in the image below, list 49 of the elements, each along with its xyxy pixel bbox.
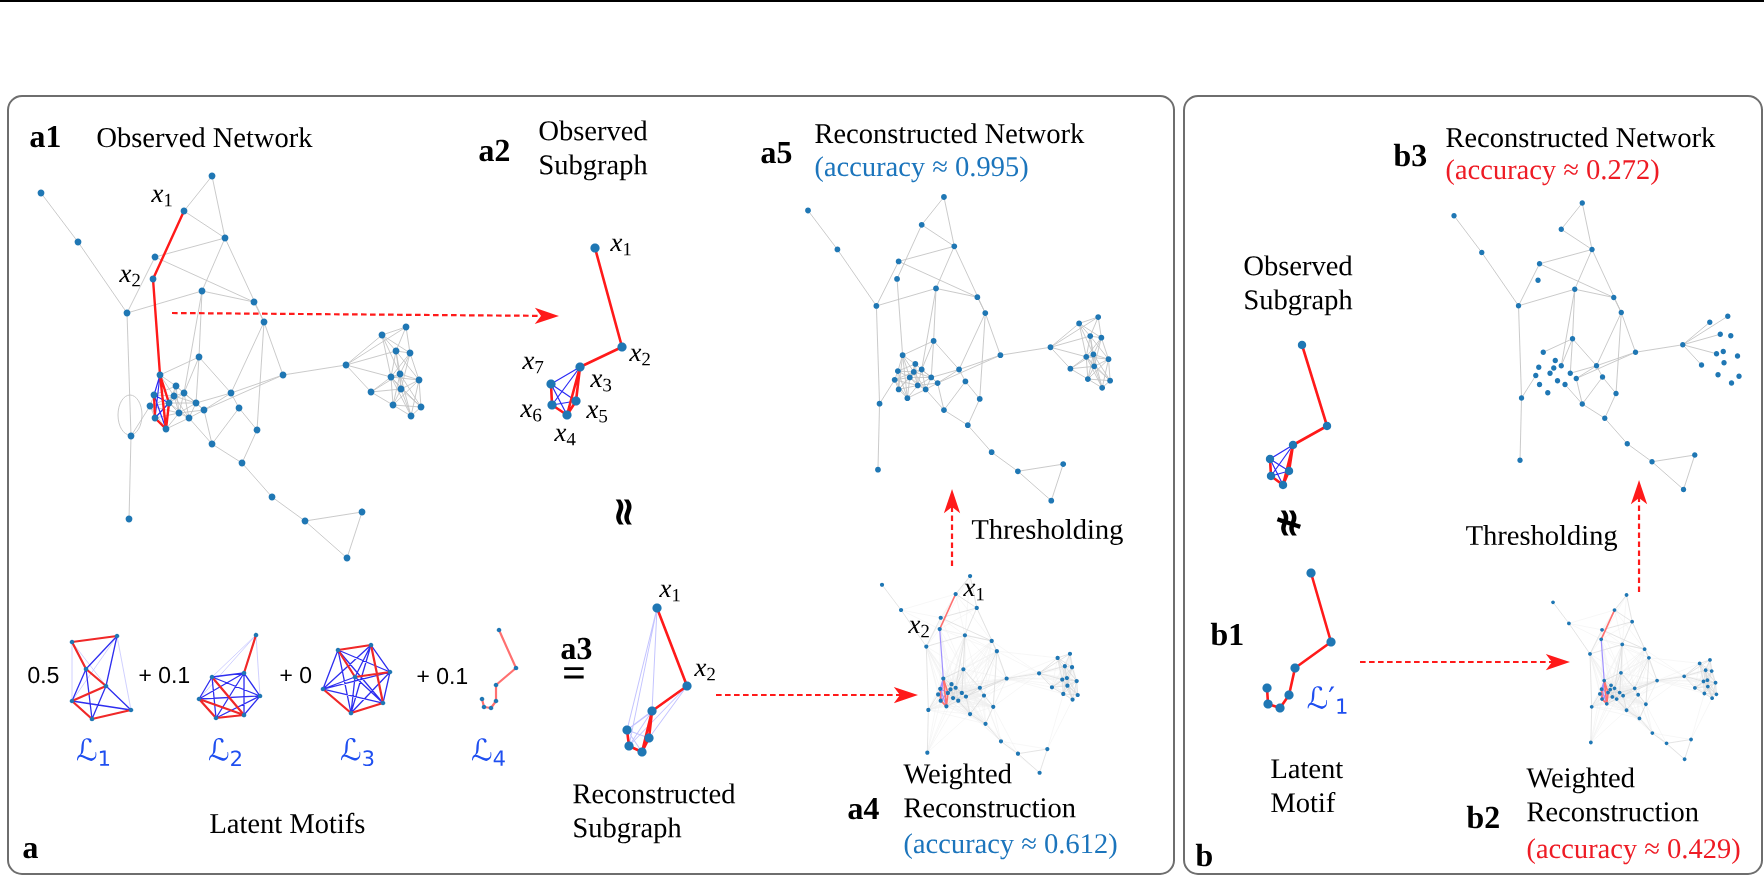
heading: Latent Motif xyxy=(1271,759,1344,813)
equals-sign: = xyxy=(564,667,584,679)
edge-label: Thresholding xyxy=(1463,523,1620,553)
coefficient: + 0 xyxy=(280,666,312,684)
accuracy-text: (accuracy ≈ 0.429) xyxy=(1527,838,1740,865)
vertex-label: x$_{1}$ xyxy=(151,189,172,207)
coefficient: + 0.1 xyxy=(417,667,468,685)
heading: Weighted Reconstruction xyxy=(1526,767,1699,822)
vertex-label: x$_{3}$ xyxy=(590,374,612,392)
motif-label: ℒ$_{4}$ xyxy=(472,738,505,766)
motif-label: ℒ$_{2}$ xyxy=(209,738,241,766)
heading: Reconstructed Subgraph xyxy=(573,783,736,844)
panel-label: a4 xyxy=(848,797,879,820)
coefficient: 0.5 xyxy=(28,666,59,684)
panel-label: b2 xyxy=(1466,805,1499,829)
heading: Reconstructed Network xyxy=(1446,127,1716,148)
heading: Observed Subgraph xyxy=(539,120,648,181)
heading: Reconstructed Network xyxy=(815,123,1085,144)
vertex-label: x$_{2}$ xyxy=(694,663,715,681)
vertex-label: x$_{4}$ xyxy=(554,428,576,446)
accuracy-text: (accuracy ≈ 0.272) xyxy=(1446,159,1659,186)
accuracy-text: (accuracy ≈ 0.612) xyxy=(904,833,1117,860)
accuracy-text: (accuracy ≈ 0.995) xyxy=(815,156,1028,183)
motif-label: ℒ$_{3}$ xyxy=(341,737,374,767)
panel-label: a2 xyxy=(479,139,510,162)
coefficient: + 0.1 xyxy=(139,666,190,684)
heading: Observed Network xyxy=(97,127,313,148)
panel-label: a3 xyxy=(561,637,592,660)
relation-sign: ≉ xyxy=(1276,510,1301,536)
relation-sign: ≈ xyxy=(615,499,632,525)
caption: Latent Motifs xyxy=(210,812,365,834)
vertex-label: x$_{7}$ xyxy=(522,356,544,374)
vertex-label: x$_{1}$ xyxy=(963,583,984,601)
panel-label: a1 xyxy=(30,125,60,148)
motif-label: ℒ$_{1}$ xyxy=(77,738,110,766)
panel-label: b1 xyxy=(1210,622,1243,646)
vertex-label: x$_{5}$ xyxy=(586,405,608,423)
vertex-label: x$_{1}$ xyxy=(659,584,680,602)
vertex-label: x$_{2}$ xyxy=(119,269,140,287)
vertex-label: x$_{2}$ xyxy=(908,620,929,638)
panel-label: b3 xyxy=(1393,143,1427,167)
vertex-label: x$_{6}$ xyxy=(520,404,542,422)
motif-label: ℒ′$_{1}$ xyxy=(1307,686,1347,714)
edge-label: Thresholding xyxy=(969,517,1126,547)
heading: Observed Subgraph xyxy=(1244,255,1353,316)
panel-label: a5 xyxy=(761,142,792,164)
heading: Weighted Reconstruction xyxy=(903,763,1076,818)
vertex-label: x$_{2}$ xyxy=(629,348,650,366)
vertex-label: x$_{1}$ xyxy=(610,238,631,256)
